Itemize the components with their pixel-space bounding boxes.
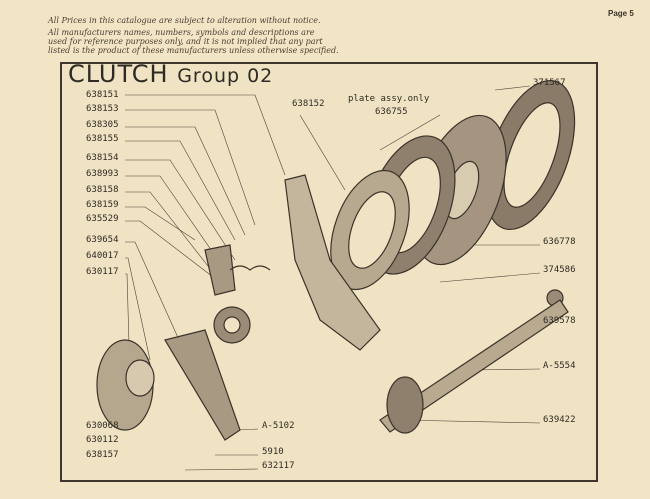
part-number-639654: 639654 [86,235,119,245]
diagram-title: CLUTCH Group 02 [68,60,274,88]
part-number-638993: 638993 [86,169,119,179]
part-number-638159: 638159 [86,200,119,210]
part-number-638151: 638151 [86,90,119,100]
part-number-632117: 632117 [262,461,295,471]
part-number-630117: 630117 [86,267,119,277]
part-number-638305: 638305 [86,120,119,130]
part-number-640017: 640017 [86,251,119,261]
part-number-374586: 374586 [543,265,576,275]
plate-assy-note: plate assy.only [348,94,430,104]
part-number-630068: 630068 [86,421,119,431]
page-number: Page 5 [608,9,634,18]
part-number-638152: 638152 [292,99,325,109]
notice-line: listed is the product of these manufactu… [48,46,339,55]
notice-manufacturers: All manufacturers names, numbers, symbol… [48,28,339,55]
part-number-635529: 635529 [86,214,119,224]
notice-prices: All Prices in this catalogue are subject… [48,16,321,25]
title-group: Group 02 [177,65,274,87]
part-number-638153: 638153 [86,104,119,114]
part-number-638155: 638155 [86,134,119,144]
part-number-630112: 630112 [86,435,119,445]
part-number-639578: 639578 [543,316,576,326]
title-clutch: CLUTCH [68,60,169,88]
part-number-a5554: A-5554 [543,361,576,371]
part-number-a5102: A-5102 [262,421,295,431]
notice-line: All manufacturers names, numbers, symbol… [48,28,315,37]
part-number-638158: 638158 [86,185,119,195]
part-number-638154: 638154 [86,153,119,163]
part-number-5910: 5910 [262,447,284,457]
part-number-638157: 638157 [86,450,119,460]
part-number-636755: 636755 [375,107,408,117]
leader-lines [125,85,561,471]
part-number-636778: 636778 [543,237,576,247]
parts [96,79,576,441]
part-number-639422: 639422 [543,415,576,425]
part-number-371567: 371567 [533,78,566,88]
notice-line: used for reference purposes only, and it… [48,37,323,46]
